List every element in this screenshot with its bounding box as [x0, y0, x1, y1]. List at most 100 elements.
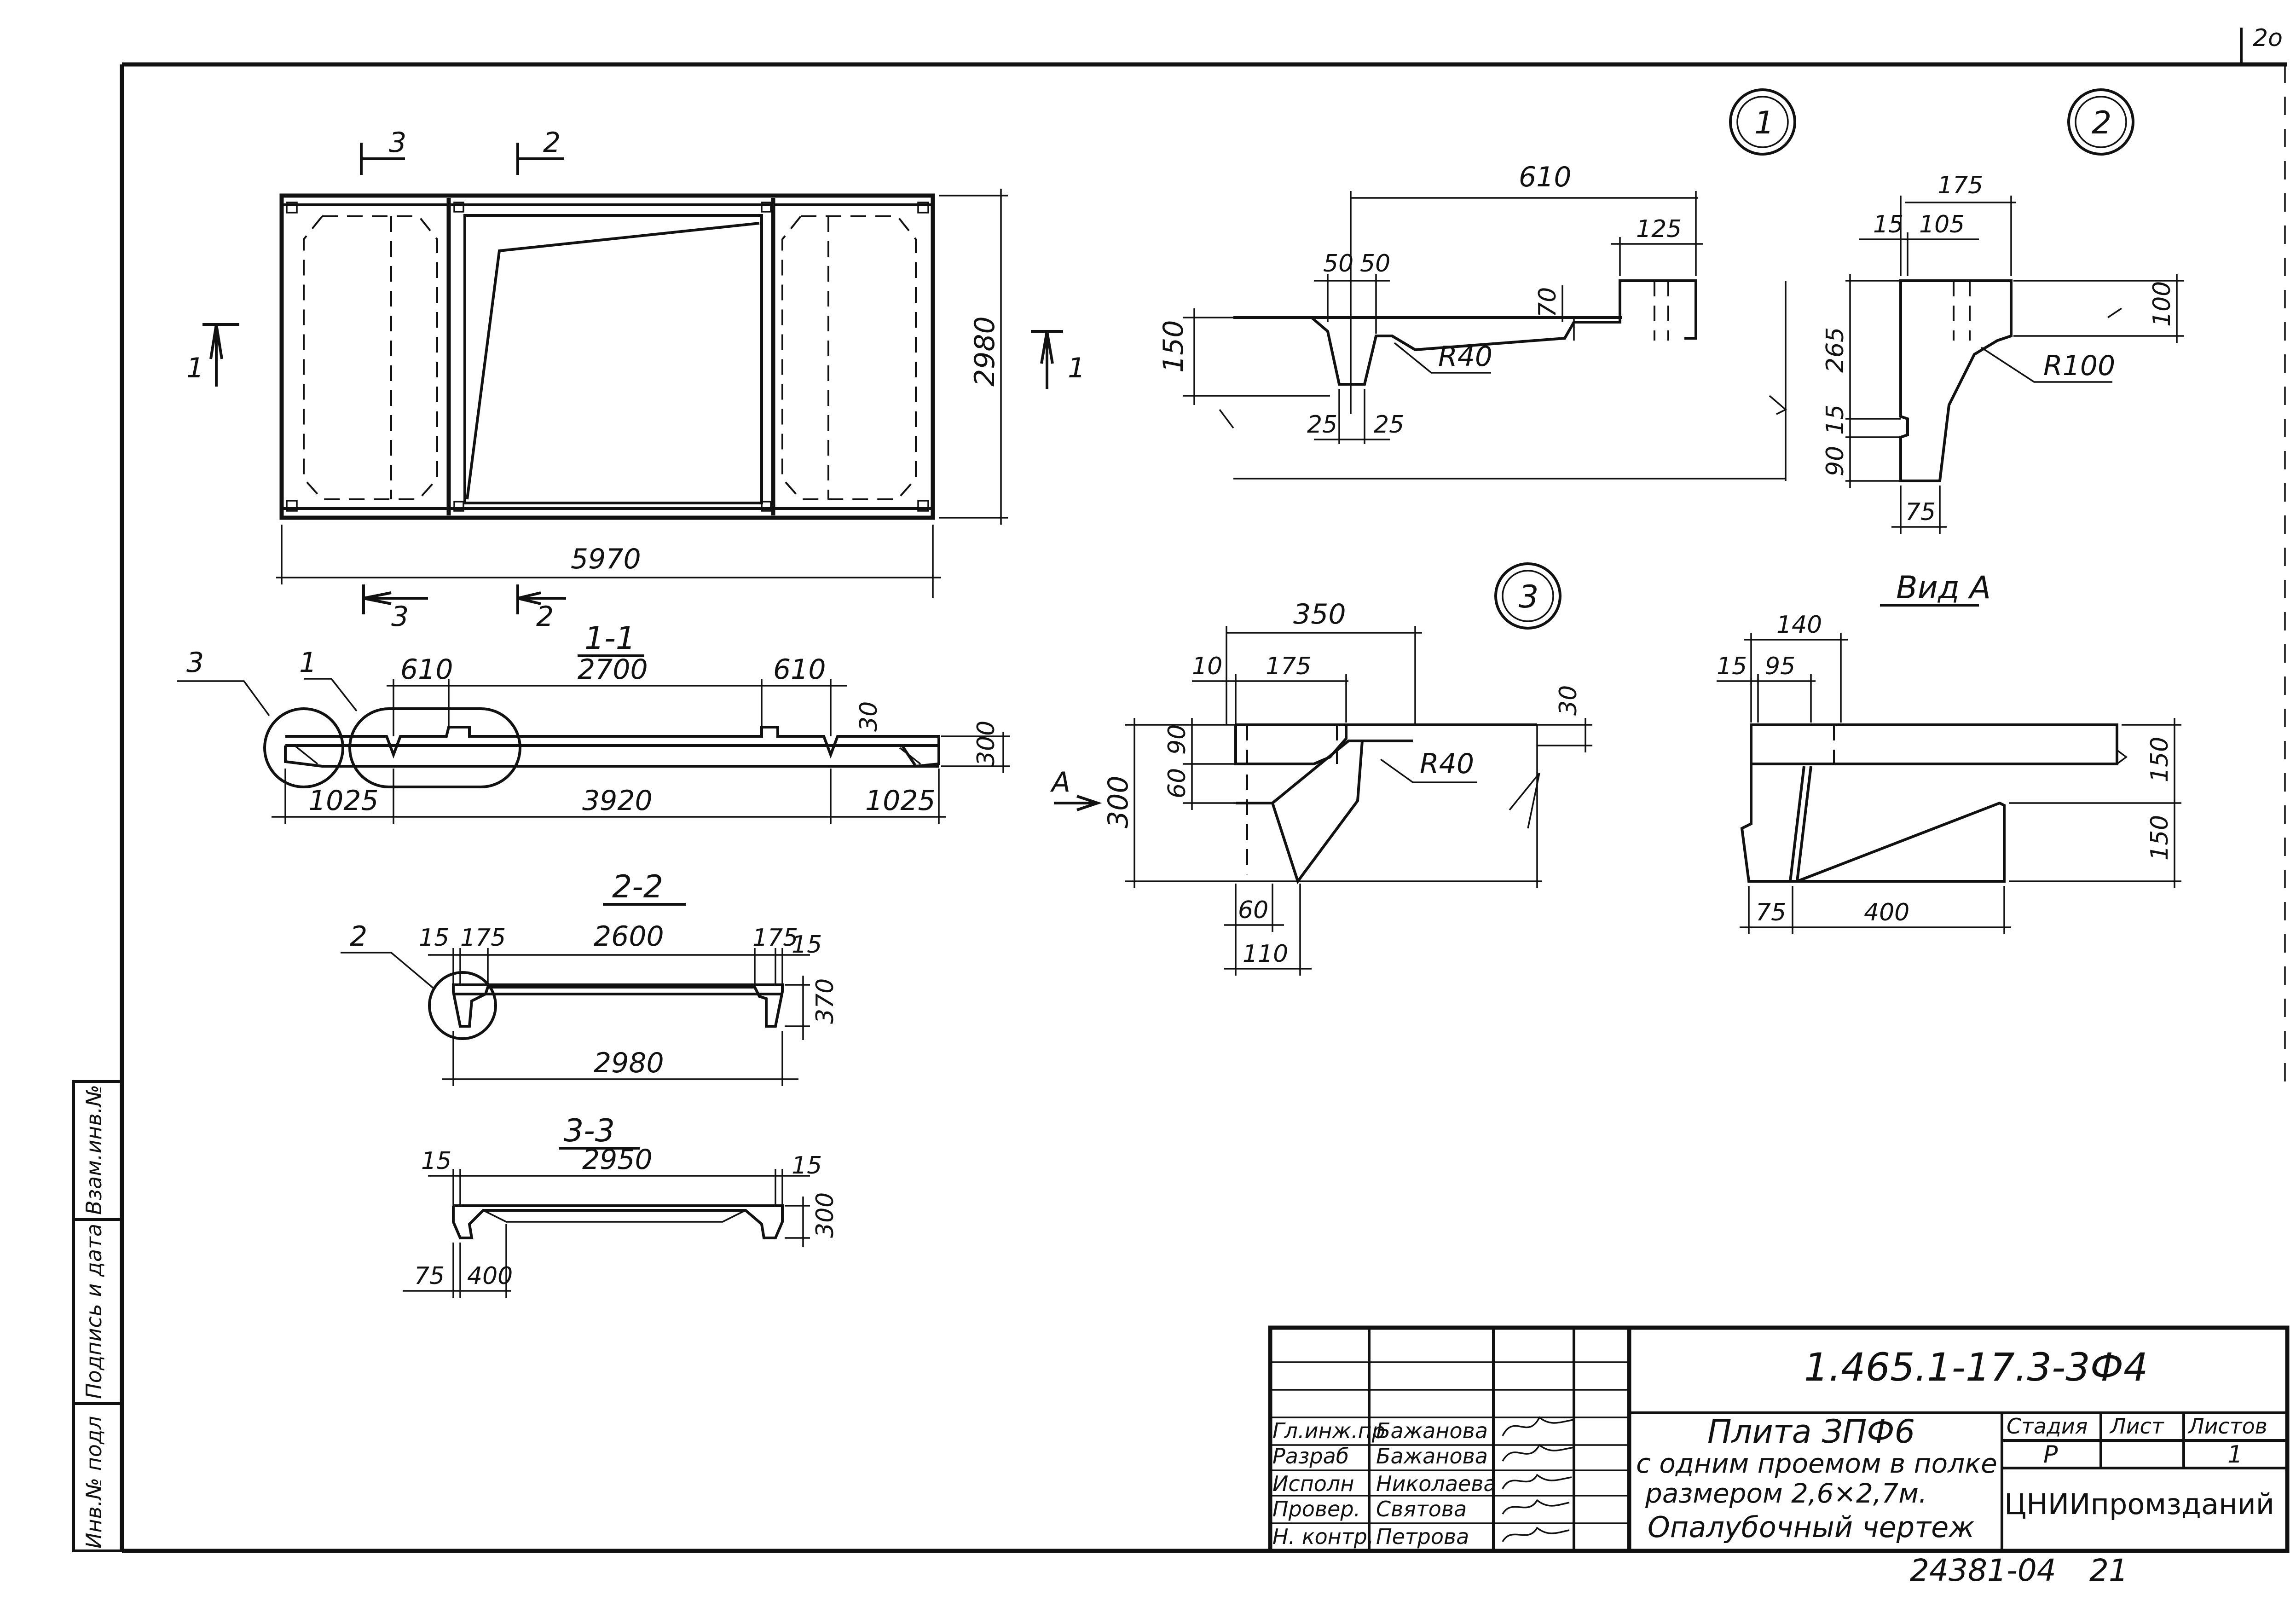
d3-dim-175: 175	[1266, 653, 1311, 680]
side-stamp-inv: Инв.№ подл	[81, 1416, 106, 1549]
s11-dim-1025a: 1025	[308, 785, 379, 817]
tb-organization: ЦНИИпромзданий	[2004, 1487, 2274, 1521]
tb-doc-code: 1.465.1-17.3-3Ф4	[1804, 1345, 2148, 1390]
plan-width-dim: 2980	[969, 316, 1001, 387]
tb-stage-value: Р	[2043, 1441, 2058, 1468]
d1-dim-25a: 25	[1307, 411, 1337, 439]
s11-dim-610a: 610	[400, 653, 453, 686]
d3-dim-110: 110	[1243, 940, 1288, 968]
d2-dim-15: 15	[1873, 211, 1903, 238]
view-a-arrow-label: А	[1050, 766, 1070, 798]
section-mark-1-right: 1	[1068, 352, 1085, 384]
d1-dim-25b: 25	[1374, 411, 1404, 439]
d2-dim-90: 90	[1822, 446, 1849, 476]
s22-dim-175b: 175	[752, 924, 798, 952]
s33-dim-300: 300	[811, 1192, 839, 1238]
d1-dim-610: 610	[1519, 161, 1572, 193]
d1-radius: R40	[1438, 341, 1492, 373]
view-a: Вид А 140 15 95 150 150 75 400	[1717, 570, 2181, 934]
detail-2-marker: 2	[2092, 105, 2111, 141]
section-mark-2-bottom: 2	[536, 601, 554, 633]
tb-role-1: Разраб	[1272, 1444, 1349, 1468]
s33-dim-2950: 2950	[582, 1144, 653, 1176]
tb-name-3: Святова	[1376, 1497, 1467, 1521]
s11-dim-610b: 610	[773, 653, 826, 686]
detail-1-marker: 1	[1754, 105, 1774, 141]
section-1-1: 1-1 3 1 610 2700 610 30 300 1025 3920 10…	[177, 620, 1010, 824]
s22-dim-15b: 15	[792, 931, 822, 959]
side-stamp-replaced: Взам.инв.№	[81, 1085, 106, 1215]
s22-dim-15a: 15	[419, 924, 449, 952]
d2-dim-15v: 15	[1822, 405, 1849, 435]
tb-archive-page: 21	[2089, 1553, 2128, 1588]
d2-dim-265: 265	[1822, 327, 1849, 373]
d2-radius: R100	[2043, 350, 2115, 382]
s22-dim-370: 370	[811, 978, 839, 1024]
view-a-title: Вид А	[1896, 570, 1991, 606]
detail-3: 3 350 10 175 30 90 60 300 R40	[1050, 562, 1592, 976]
tb-archive-no: 24381-04	[1910, 1553, 2056, 1588]
d3-dim-60: 60	[1163, 768, 1191, 798]
tb-role-4: Н. контр.	[1272, 1524, 1374, 1549]
section-mark-1-left: 1	[186, 352, 204, 384]
callout-1: 1	[299, 647, 317, 679]
detail-2: 2 175 15 105 265 15 90 100 R100 75	[1822, 88, 2184, 534]
section-mark-3-top: 3	[389, 127, 406, 159]
side-stamp-sign: Подпись и дата	[81, 1224, 106, 1399]
detail-3-marker: 3	[1519, 579, 1538, 615]
tb-stage-header: Стадия	[2007, 1414, 2088, 1439]
d3-dim-10: 10	[1192, 653, 1222, 680]
tb-product-line-3: размером 2,6×2,7м.	[1645, 1478, 1927, 1509]
s33-dim-75: 75	[414, 1262, 445, 1290]
tb-product-line-1: Плита ЗПФ6	[1707, 1413, 1915, 1451]
tb-name-0: Бажанова	[1376, 1418, 1488, 1443]
va-dim-150a: 150	[2146, 737, 2174, 782]
s33-dim-15a: 15	[421, 1147, 451, 1175]
tb-sheets-value: 1	[2227, 1441, 2243, 1468]
section-3-3: 3-3 15 2950 15 300 75 400	[403, 1113, 839, 1298]
d3-dim-60b: 60	[1238, 896, 1268, 924]
va-dim-140: 140	[1776, 611, 1822, 639]
tb-role-3: Провер.	[1272, 1497, 1360, 1521]
tb-role-0: Гл.инж.пр	[1272, 1418, 1385, 1443]
s11-dim-1025b: 1025	[865, 785, 936, 817]
s22-dim-175a: 175	[460, 924, 506, 952]
section-1-1-title: 1-1	[584, 620, 636, 657]
s22-dim-2980: 2980	[594, 1047, 664, 1079]
d1-dim-125: 125	[1636, 215, 1682, 243]
s11-dim-3920: 3920	[582, 785, 653, 817]
title-block: Гл.инж.пр Бажанова Разраб Бажанова Испол…	[1268, 1325, 2290, 1588]
tb-name-1: Бажанова	[1376, 1444, 1488, 1468]
d3-dim-350: 350	[1293, 598, 1346, 630]
s11-dim-30: 30	[855, 701, 883, 732]
d1-dim-70: 70	[1534, 287, 1562, 318]
s33-dim-15b: 15	[792, 1152, 822, 1179]
tb-name-2: Николаева	[1376, 1471, 1497, 1496]
d1-dim-50a: 50	[1323, 250, 1353, 278]
d2-dim-75: 75	[1905, 498, 1936, 526]
d1-dim-150: 150	[1157, 320, 1190, 373]
plan-length-dim: 5970	[571, 543, 641, 575]
tb-signatures	[1502, 1416, 1574, 1542]
d2-dim-175: 175	[1937, 172, 1983, 199]
d3-dim-30: 30	[1555, 685, 1582, 716]
d1-dim-50b: 50	[1360, 250, 1390, 278]
detail-1: 1 610 125 50 50 70 150 25 25 R40	[1157, 88, 1796, 481]
d3-dim-90: 90	[1163, 724, 1191, 755]
callout-2: 2	[350, 920, 367, 953]
page-number: 2o	[2253, 24, 2283, 52]
tb-sheets-header: Листов	[2187, 1414, 2267, 1439]
section-3-3-title: 3-3	[564, 1113, 615, 1149]
section-mark-2-top: 2	[543, 127, 561, 159]
section-mark-3-bottom: 3	[391, 601, 409, 633]
plan-view: 1 1 3 2 3 2 5970 2980	[186, 127, 1085, 633]
va-dim-95: 95	[1765, 653, 1795, 680]
callout-3: 3	[186, 647, 204, 679]
tb-name-4: Петрова	[1376, 1524, 1469, 1549]
tb-role-2: Исполн	[1272, 1471, 1354, 1496]
s22-dim-2600: 2600	[594, 920, 664, 953]
d2-dim-100: 100	[2148, 281, 2176, 327]
d3-radius: R40	[1420, 748, 1474, 780]
tb-sheet-header: Лист	[2109, 1414, 2164, 1439]
